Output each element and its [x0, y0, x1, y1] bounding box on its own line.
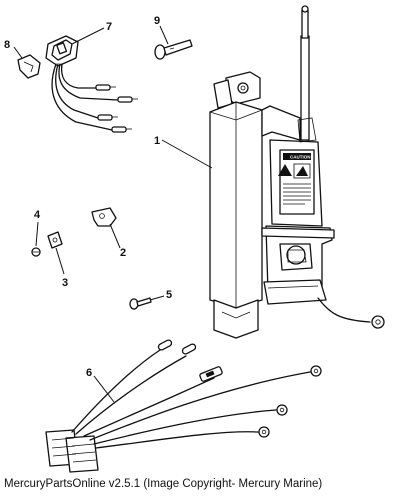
callout-3: 3: [62, 277, 68, 289]
callout-1: 1: [154, 135, 160, 147]
copyright-footer: MercuryPartsOnline v2.5.1 (Image Copyrig…: [4, 478, 323, 490]
leader-7: [71, 27, 105, 45]
part-1-pump-assembly[interactable]: CAUTION: [209, 5, 385, 339]
part-4-screw[interactable]: [31, 247, 41, 257]
callout-9: 9: [154, 15, 160, 27]
leader-3: [55, 247, 65, 275]
part-7-switch[interactable]: [45, 35, 138, 133]
callout-2: 2: [120, 247, 126, 259]
leader-2: [109, 223, 121, 249]
leader-8: [13, 46, 23, 59]
part-9-pin[interactable]: [154, 39, 193, 60]
leader-9: [159, 25, 169, 45]
leader-1: [161, 139, 213, 169]
callout-8: 8: [4, 39, 10, 51]
callout-5: 5: [166, 289, 172, 301]
leader-5: [149, 295, 165, 301]
part-3-washer[interactable]: [47, 231, 63, 249]
callout-4: 4: [34, 209, 41, 221]
part-2-clamp[interactable]: [91, 207, 117, 227]
part-8-clip[interactable]: [17, 54, 41, 79]
decal-caution-heading: CAUTION: [290, 155, 311, 160]
callout-6: 6: [86, 367, 92, 379]
part-5-screw[interactable]: [129, 297, 152, 310]
callout-7: 7: [106, 21, 112, 33]
leader-6: [93, 375, 115, 403]
leader-4: [35, 221, 39, 247]
part-6-wire-harness[interactable]: [45, 339, 322, 473]
